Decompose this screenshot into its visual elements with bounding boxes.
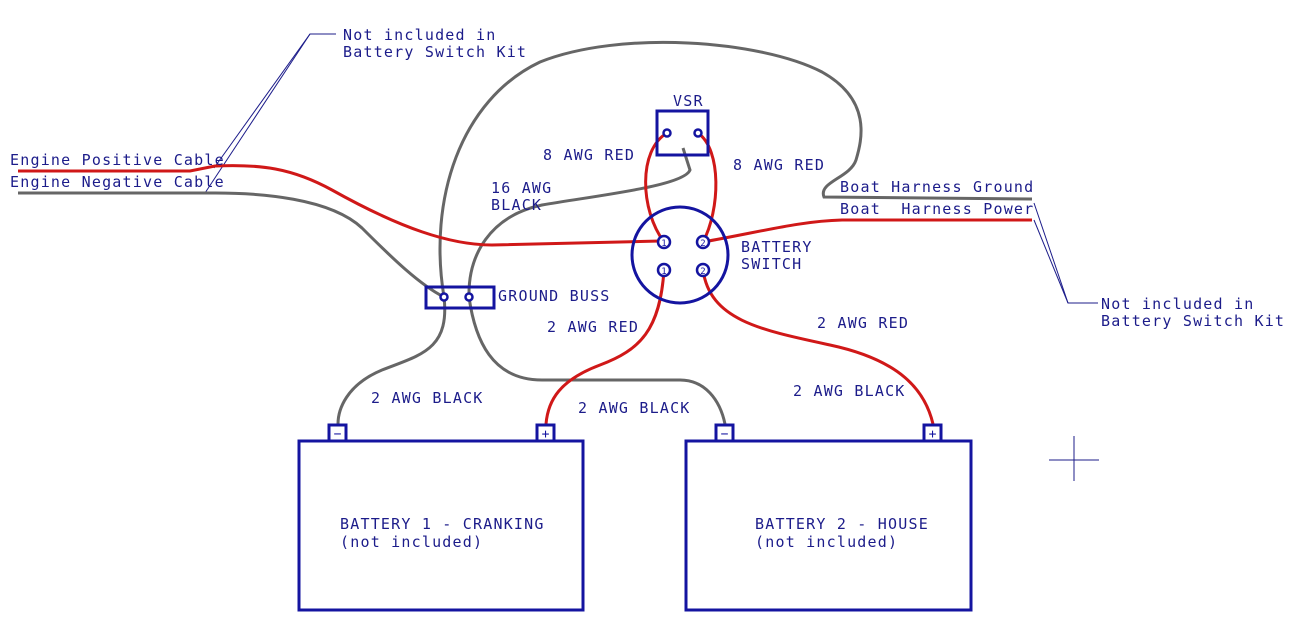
- wire-switch1-to-battery1: [544, 269, 666, 425]
- wire-label-sense-line1: 16 AWG: [491, 179, 552, 197]
- boat-harness-power-label: Boat Harness Power: [840, 200, 1034, 218]
- boat-harness-ground-label: Boat Harness Ground: [840, 178, 1034, 196]
- wire-label-switch2-battery2: 2 AWG RED: [817, 314, 909, 332]
- switch-terminal-2-bottom[interactable]: 2: [695, 262, 711, 278]
- battery2-label: BATTERY 2 - HOUSE: [755, 515, 929, 533]
- vsr-terminal[interactable]: [693, 128, 703, 138]
- wire-vsr-right: [697, 131, 718, 243]
- battery-switch[interactable]: 1 2 1 2: [630, 205, 730, 305]
- wire-engine-positive: [18, 164, 661, 247]
- battery1-positive-terminal[interactable]: +: [535, 423, 556, 443]
- switch-terminal-1-top[interactable]: 1: [656, 234, 672, 250]
- ground-buss[interactable]: [424, 285, 496, 310]
- battery1-sublabel: (not included): [340, 533, 483, 551]
- wire-label-battery2-right: 2 AWG BLACK: [793, 382, 906, 400]
- engine-negative-cable-label: Engine Negative Cable: [10, 173, 225, 191]
- wire-label-buss-battery1: 2 AWG BLACK: [371, 389, 484, 407]
- ground-buss-label: GROUND BUSS: [498, 287, 611, 305]
- wire-boat-harness-ground: [438, 40, 1033, 298]
- battery1-negative-terminal[interactable]: −: [327, 423, 348, 443]
- wire-label-switch1-battery1: 2 AWG RED: [547, 318, 639, 336]
- leader-lines-right: [1033, 202, 1098, 304]
- svg-text:1: 1: [661, 239, 666, 249]
- svg-text:2: 2: [700, 239, 705, 249]
- battery-2[interactable]: − +: [684, 423, 973, 612]
- switch-terminal-2-top[interactable]: 2: [695, 234, 711, 250]
- ground-buss-terminal[interactable]: [439, 292, 449, 302]
- ground-buss-terminal[interactable]: [464, 292, 474, 302]
- wire-label-vsr-left: 8 AWG RED: [543, 146, 635, 164]
- wire-label-vsr-right: 8 AWG RED: [733, 156, 825, 174]
- vsr-label: VSR: [673, 92, 704, 110]
- vsr[interactable]: [655, 109, 710, 157]
- svg-text:1: 1: [661, 267, 666, 277]
- svg-text:2: 2: [700, 267, 705, 277]
- wire-label-sense-line2: BLACK: [491, 196, 542, 214]
- battery2-positive-terminal[interactable]: +: [922, 423, 943, 443]
- wire-label-buss-battery2: 2 AWG BLACK: [578, 399, 691, 417]
- battery2-negative-terminal[interactable]: −: [714, 423, 735, 443]
- note-not-included-right-line1: Not included in: [1101, 295, 1254, 313]
- crosshair-cursor-icon: [1049, 436, 1099, 481]
- battery-switch-label-line1: BATTERY: [741, 238, 813, 256]
- wire-vsr-left: [644, 131, 668, 243]
- battery-1[interactable]: − +: [297, 423, 585, 612]
- note-not-included-top-line2: Battery Switch Kit: [343, 43, 527, 61]
- note-not-included-top-line1: Not included in: [343, 26, 496, 44]
- note-not-included-right-line2: Battery Switch Kit: [1101, 312, 1285, 330]
- wire-16awg-sense: [467, 147, 692, 298]
- svg-text:−: −: [721, 427, 729, 442]
- svg-text:−: −: [334, 427, 342, 442]
- wire-engine-negative: [18, 191, 445, 299]
- switch-terminal-1-bottom[interactable]: 1: [656, 262, 672, 278]
- vsr-terminal[interactable]: [662, 128, 672, 138]
- engine-positive-cable-label: Engine Positive Cable: [10, 151, 225, 169]
- svg-text:+: +: [542, 427, 550, 442]
- battery2-sublabel: (not included): [755, 533, 898, 551]
- svg-text:+: +: [929, 427, 937, 442]
- battery-switch-label-line2: SWITCH: [741, 255, 802, 273]
- wire-switch2-to-battery2: [701, 269, 935, 425]
- wire-buss-to-battery2: [467, 296, 727, 425]
- battery1-label: BATTERY 1 - CRANKING: [340, 515, 545, 533]
- wire-buss-to-battery1: [336, 296, 447, 425]
